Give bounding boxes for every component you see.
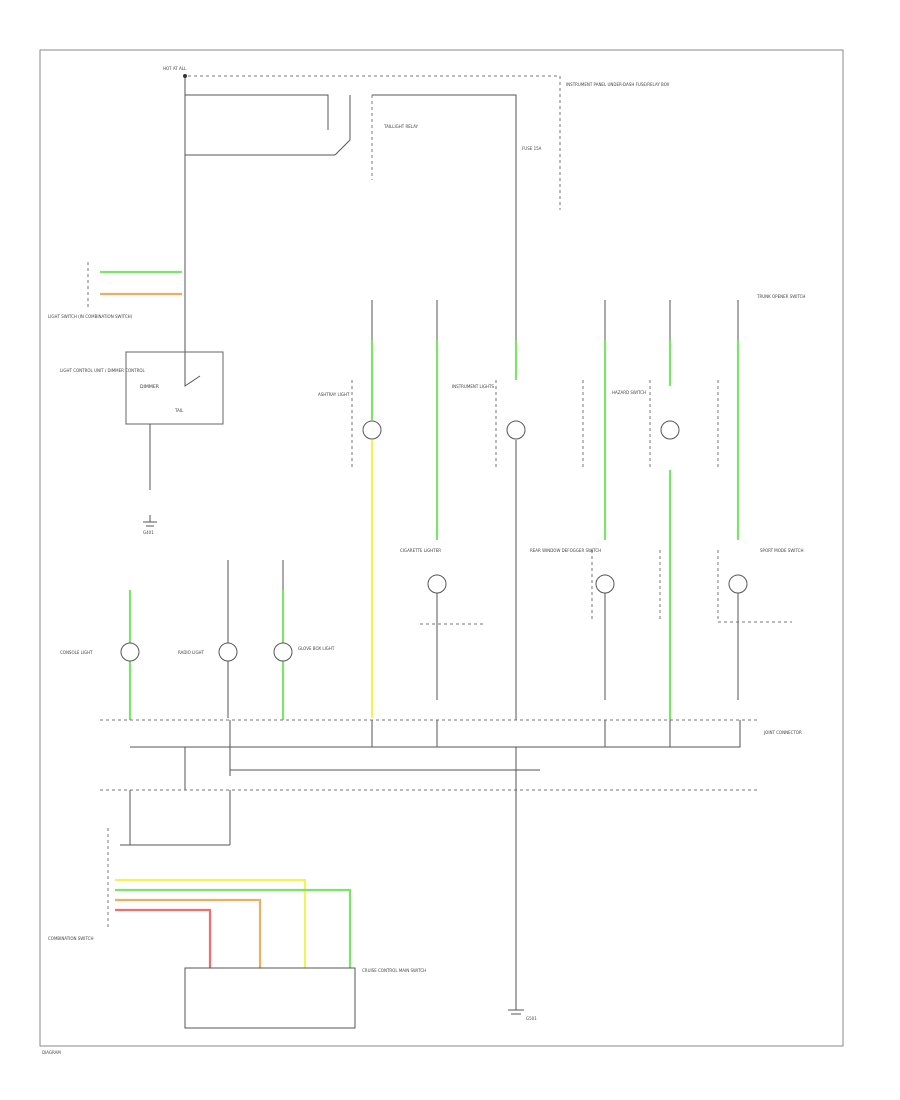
dimmer-text: DIMMER: [140, 384, 160, 390]
light-switch-label: LIGHT SWITCH (IN COMBINATION SWITCH): [48, 314, 133, 319]
upper-green-wires: [370, 340, 740, 720]
lower-left-lamps: [120, 560, 293, 720]
rear-defogger-label: REAR WINDOW DEFOGGER SWITCH: [530, 548, 601, 553]
ashtray-light-label: ASHTRAY LIGHT: [318, 392, 350, 397]
instrument-panel-fuse-label: INSTRUMENT PANEL UNDER-DASH FUSE/RELAY B…: [566, 82, 670, 87]
light-switch: [87, 240, 186, 360]
fuse-label: FUSE 15A: [522, 146, 542, 151]
cruise-control-label: CRUISE CONTROL MAIN SWITCH: [362, 968, 426, 973]
middle-lamps: [420, 470, 792, 720]
ground-buses: [100, 719, 760, 791]
upper-lamps: [362, 420, 680, 470]
combination-switch-label: COMBINATION SWITCH: [48, 936, 93, 941]
bottom-ground: [508, 790, 524, 1015]
taillight-relay-label: TAILLIGHT RELAY: [383, 124, 419, 129]
dimmer-control-unit: [125, 351, 224, 527]
radio-light-label: RADIO LIGHT: [178, 650, 205, 655]
dimmer-control-label: LIGHT CONTROL UNIT / DIMMER CONTROL: [60, 368, 146, 373]
dimmer-out-label: TAIL: [174, 408, 184, 413]
joint-connector-label: JOINT CONNECTOR: [763, 730, 802, 735]
instrument-lights-label: INSTRUMENT LIGHTS: [452, 384, 495, 389]
console-light-label: CONSOLE LIGHT: [60, 650, 93, 655]
sport-mode-label: SPORT MODE SWITCH: [760, 548, 803, 553]
upper-branches: [351, 240, 739, 468]
ground-g1-label: G401: [143, 530, 154, 535]
ground-g3-label: G501: [526, 1016, 537, 1021]
glove-box-label: GLOVE BOX LIGHT: [298, 646, 335, 651]
power-feed: [183, 74, 561, 240]
trunk-light-label: TRUNK OPENER SWITCH: [756, 294, 805, 299]
cigarette-lighter-label: CIGARETTE LIGHTER: [400, 548, 441, 553]
combination-switch-wiring: [107, 790, 356, 1029]
hot-at-all-label: HOT AT ALL: [163, 66, 187, 71]
hazard-switch-label: HAZARD SWITCH: [612, 390, 646, 395]
footer-code: DIAGRAM: [42, 1050, 61, 1055]
diagram-border: [39, 49, 844, 1047]
